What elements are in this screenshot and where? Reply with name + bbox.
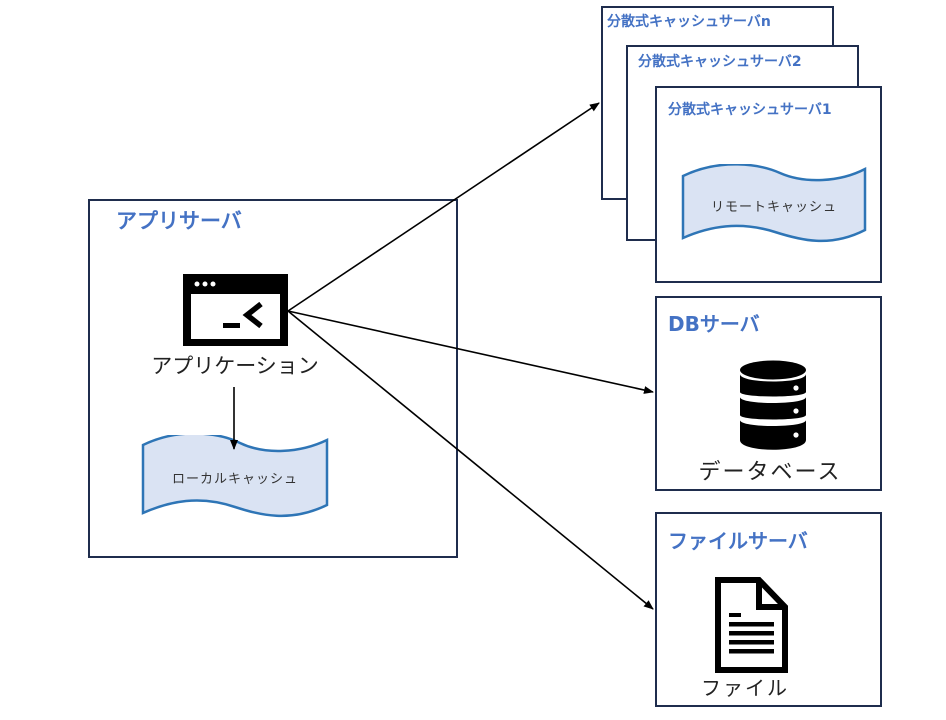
db-server-title: DBサーバ: [668, 312, 760, 336]
database-label: データベース: [698, 460, 842, 485]
remote-cache-shape: [681, 163, 867, 243]
cache-server-n-title: 分散式キャッシュサーバn: [607, 14, 771, 30]
local-cache-label: ローカルキャッシュ: [171, 472, 298, 487]
app-server-title: アプリサーバ: [116, 209, 242, 233]
database-node: [739, 360, 807, 452]
terminal-window-icon: [183, 274, 288, 346]
remote-cache: リモートキャッシュ: [680, 163, 868, 246]
db-server-box: DBサーバ: [655, 296, 882, 491]
file-label: ファイル: [701, 676, 789, 700]
document-icon: [715, 577, 788, 673]
application-node: [183, 274, 288, 346]
cache-server-2-title: 分散式キャッシュサーバ2: [638, 54, 802, 70]
application-label: アプリケーション: [151, 354, 319, 378]
file-node: [715, 577, 788, 673]
local-cache: ローカルキャッシュ: [140, 432, 330, 520]
file-server-title: ファイルサーバ: [668, 529, 808, 553]
cache-server-1-title: 分散式キャッシュサーバ1: [668, 102, 832, 118]
remote-cache-label: リモートキャッシュ: [710, 200, 837, 215]
database-icon: [740, 360, 806, 450]
file-server-box: ファイルサーバ: [655, 512, 882, 707]
